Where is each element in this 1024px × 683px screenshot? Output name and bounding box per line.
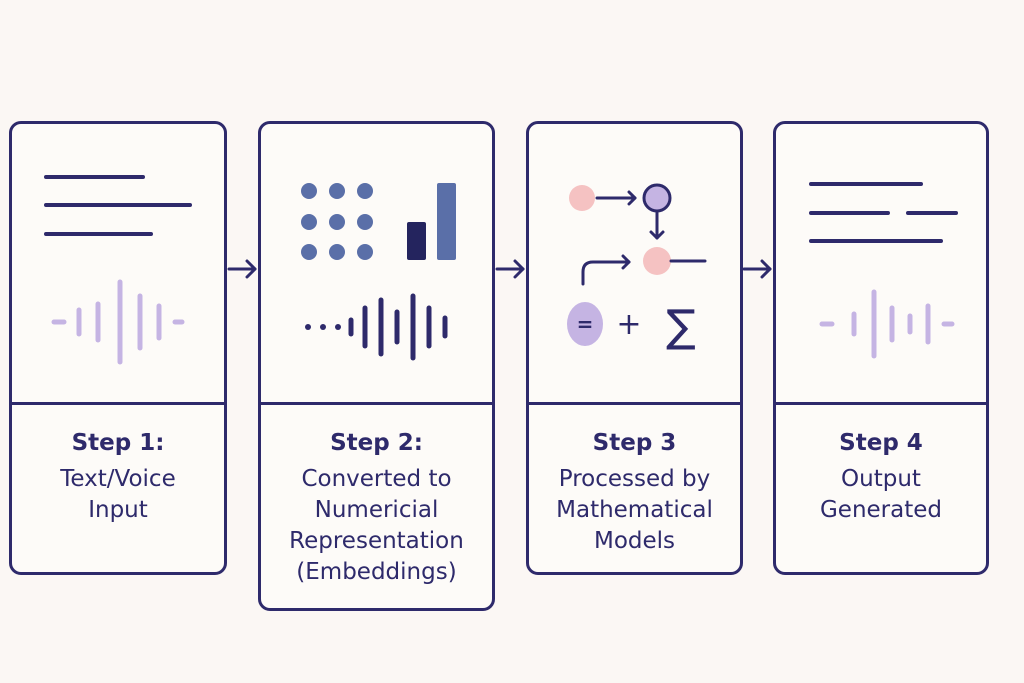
waveform-icon bbox=[819, 289, 955, 359]
arrow-2-icon bbox=[495, 257, 527, 281]
text-lines-icon bbox=[809, 182, 958, 243]
node-flow-icon bbox=[569, 183, 707, 286]
step-3-card: = + ∑ Step 3 Processed by Mathematical M… bbox=[526, 121, 743, 575]
step-1-title: Step 1: bbox=[71, 430, 165, 456]
step-2-title: Step 2: bbox=[330, 430, 423, 456]
equals-symbol: = bbox=[577, 312, 594, 336]
text-lines-icon bbox=[44, 175, 192, 236]
step-3-divider bbox=[529, 402, 740, 405]
step-3-label: Step 3 Processed by Mathematical Models bbox=[529, 430, 740, 557]
step-4-icon-area bbox=[776, 124, 986, 404]
arrow-1-icon bbox=[227, 257, 259, 281]
step-1-icon-area bbox=[12, 124, 224, 404]
step-4-title: Step 4 bbox=[839, 430, 923, 456]
step-3-description: Processed by Mathematical Models bbox=[556, 466, 713, 554]
step-2-label: Step 2: Converted to Numericial Represen… bbox=[261, 430, 492, 588]
step-4-description: Output Generated bbox=[819, 466, 943, 523]
dotted-waveform-icon bbox=[305, 293, 448, 361]
dot-grid-icon bbox=[301, 183, 373, 260]
sigma-icon: ∑ bbox=[666, 301, 696, 352]
step-3-title: Step 3 bbox=[592, 430, 677, 456]
step-1-divider bbox=[12, 402, 224, 405]
step-2-divider bbox=[261, 402, 492, 405]
step-1-description: Text/Voice Input bbox=[60, 466, 176, 523]
arrow-3-icon bbox=[742, 257, 774, 281]
step-4-divider bbox=[776, 402, 986, 405]
equals-node-icon: = bbox=[567, 302, 603, 346]
step-4-card: Step 4 Output Generated bbox=[773, 121, 989, 575]
step-2-icon-area bbox=[261, 124, 492, 404]
step-1-label: Step 1: Text/Voice Input bbox=[12, 430, 224, 526]
step-2-description: Converted to Numericial Representation (… bbox=[289, 466, 464, 585]
step-2-card: Step 2: Converted to Numericial Represen… bbox=[258, 121, 495, 611]
bar-chart-icon bbox=[407, 183, 456, 260]
step-4-label: Step 4 Output Generated bbox=[776, 430, 986, 526]
plus-icon: + bbox=[616, 307, 641, 342]
step-3-icon-area: = + ∑ bbox=[529, 124, 740, 404]
step-1-card: Step 1: Text/Voice Input bbox=[9, 121, 227, 575]
waveform-icon bbox=[51, 279, 185, 365]
